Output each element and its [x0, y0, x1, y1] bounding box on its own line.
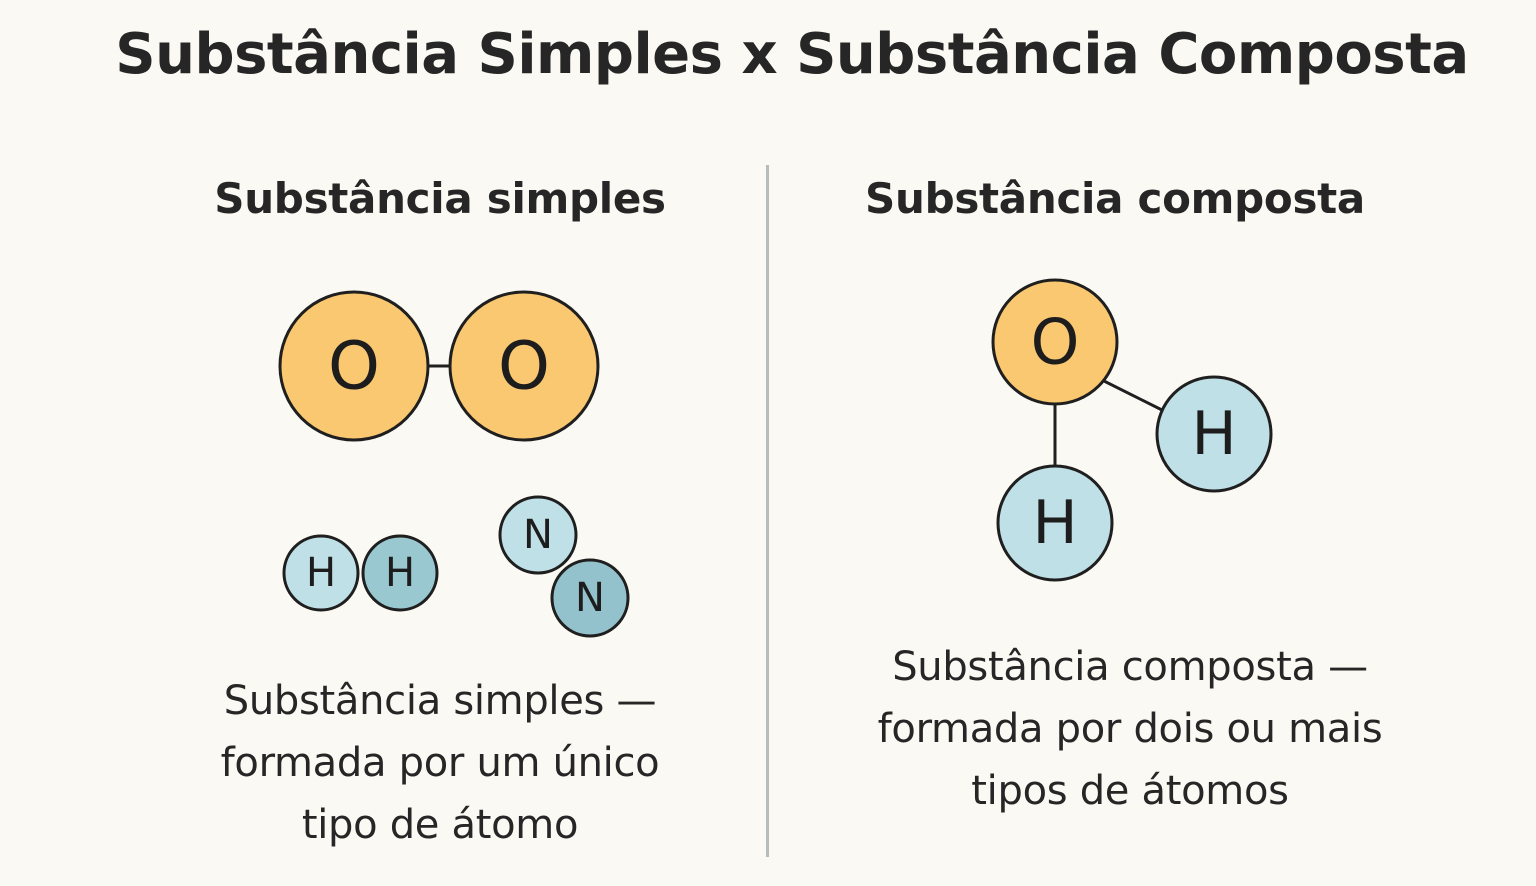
h2o-bond-diagonal — [1103, 379, 1163, 412]
simple-substance-description: Substância simples — formada por um únic… — [140, 670, 740, 856]
h2o-hydrogen-atom-1 — [1155, 375, 1273, 493]
h2o-hydrogen-1-label: H — [1191, 399, 1236, 469]
o2-atom-1 — [278, 290, 430, 442]
nitrogen-molecule-n2: N N — [498, 495, 630, 638]
simple-description-line-2: formada por um único — [220, 740, 660, 786]
h2o-oxygen-label: O — [1031, 306, 1080, 379]
compound-description-line-1: Substância composta — — [892, 644, 1368, 690]
o2-atom-2 — [448, 290, 600, 442]
compound-substance-heading: Substância composta — [865, 174, 1365, 223]
simple-description-line-3: tipo de átomo — [301, 802, 579, 848]
h2-atom-1-label: H — [306, 550, 336, 596]
water-molecule-h2o: O H H — [991, 278, 1273, 582]
n2-atom-2-label: N — [575, 575, 605, 621]
h2-atom-2-label: H — [385, 550, 415, 596]
compound-description-line-3: tipos de átomos — [971, 768, 1289, 814]
simple-substance-heading: Substância simples — [214, 174, 666, 223]
h2o-hydrogen-2-label: H — [1032, 488, 1077, 558]
n2-atom-1-label: N — [523, 512, 553, 558]
h2-atom-2 — [361, 534, 439, 612]
o2-atom-1-label: O — [328, 328, 380, 405]
oxygen-molecule-o2: O O — [278, 290, 600, 442]
h2o-oxygen-atom — [991, 278, 1119, 406]
n2-atom-2 — [550, 558, 630, 638]
n2-atom-1 — [498, 495, 578, 575]
h2o-hydrogen-atom-2 — [996, 464, 1114, 582]
compound-description-line-2: formada por dois ou mais — [877, 706, 1383, 752]
h2-atom-1 — [282, 534, 360, 612]
hydrogen-molecule-h2: H H — [282, 534, 439, 612]
section-divider — [766, 165, 769, 857]
o2-atom-2-label: O — [498, 328, 550, 405]
simple-description-line-1: Substância simples — — [223, 678, 657, 724]
page-title: Substância Simples x Substância Composta — [115, 22, 1469, 87]
compound-substance-description: Substância composta — formada por dois o… — [830, 636, 1430, 822]
